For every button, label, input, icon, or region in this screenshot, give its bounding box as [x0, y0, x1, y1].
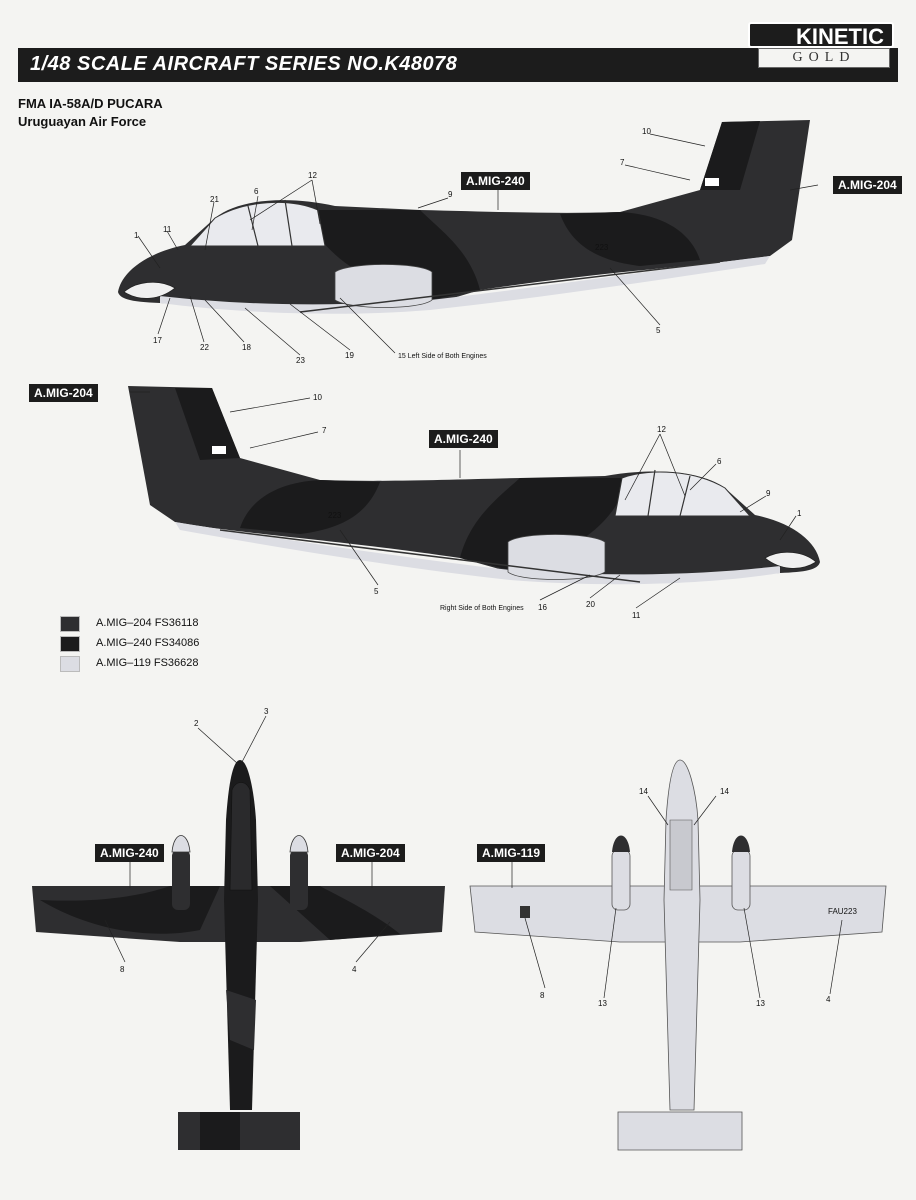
header-bar [18, 48, 898, 82]
ref-9-left: 9 [448, 190, 453, 199]
callout-bottom-mig119: A.MIG-119 [477, 844, 546, 862]
aircraft-operator: Uruguayan Air Force [18, 114, 147, 129]
ref-4-top: 4 [352, 965, 357, 974]
bottom-view: 14 14 8 13 13 4 FAU223 [469, 759, 887, 1151]
ref-8-bottom: 8 [540, 991, 545, 1000]
ref-5-right: 5 [374, 587, 379, 596]
ref-1-right: 1 [797, 509, 802, 518]
series-title: 1/48 SCALE AIRCRAFT SERIES NO.K48078 [30, 53, 458, 75]
ref-9-right: 9 [766, 489, 771, 498]
ref-2-top: 2 [194, 719, 199, 728]
ref-12-right: 12 [657, 425, 666, 434]
serial-underwing: FAU223 [828, 907, 857, 916]
ref-1-left: 1 [134, 231, 139, 240]
ref-16-right: 16 [538, 603, 547, 612]
callout-side2-mig204: A.MIG-204 [29, 384, 98, 402]
ref-10-right: 10 [313, 393, 322, 402]
top-view: 2 3 8 4 [32, 707, 445, 1150]
serial-right: 223 [328, 511, 342, 520]
callout-top-mig204: A.MIG-204 [336, 844, 405, 862]
legend-swatch [60, 616, 80, 632]
logo-brand: KINETIC [748, 22, 894, 49]
ref-8-top: 8 [120, 965, 125, 974]
note-left-engines: 15 Left Side of Both Engines [398, 353, 487, 360]
ref-12-left: 12 [308, 171, 317, 180]
serial-left: 223 [595, 243, 609, 252]
ref-6-right: 6 [717, 457, 722, 466]
ref-11-right: 11 [632, 611, 641, 620]
ref-19-left: 19 [345, 351, 354, 360]
note-right-engines: Right Side of Both Engines [440, 605, 524, 612]
legend-label: A.MIG–119 FS36628 [96, 657, 199, 669]
aircraft-model: FMA IA-58A/D PUCARA [18, 96, 163, 111]
ref-3-top: 3 [264, 707, 269, 716]
ref-21-left: 21 [210, 195, 219, 204]
ref-5-left: 5 [656, 326, 661, 335]
right-side-profile: 10 7 12 6 9 1 5 16 20 11 Right Side of B… [128, 386, 820, 620]
ref-22-left: 22 [200, 343, 209, 352]
legend-swatch [60, 636, 80, 652]
legend-label: A.MIG–240 FS34086 [96, 637, 200, 649]
ref-14a-bottom: 14 [639, 787, 648, 796]
ref-13a-bottom: 13 [598, 999, 607, 1008]
ref-14b-bottom: 14 [720, 787, 729, 796]
callout-top-mig240: A.MIG-240 [95, 844, 164, 862]
ref-6-left: 6 [254, 187, 259, 196]
ref-7-left: 7 [620, 158, 625, 167]
ref-23-left: 23 [296, 356, 305, 365]
ref-11-left: 11 [163, 225, 172, 234]
legend-swatch [60, 656, 80, 672]
left-side-profile: 1 11 21 6 12 9 7 10 17 22 18 23 19 5 15 … [118, 120, 819, 365]
legend-label: A.MIG–204 FS36118 [96, 617, 199, 629]
logo-line: GOLD [758, 48, 890, 68]
ref-7-right: 7 [322, 426, 327, 435]
kinetic-gold-logo: KINETIC GOLD [748, 22, 894, 68]
ref-13b-bottom: 13 [756, 999, 765, 1008]
ref-20-right: 20 [586, 600, 595, 609]
callout-side1-mig204: A.MIG-204 [833, 176, 902, 194]
callout-side1-mig240: A.MIG-240 [461, 172, 530, 190]
callout-side2-mig240: A.MIG-240 [429, 430, 498, 448]
ref-17-left: 17 [153, 336, 162, 345]
ref-18-left: 18 [242, 343, 251, 352]
ref-10-left: 10 [642, 127, 651, 136]
ref-4-bottom: 4 [826, 995, 831, 1004]
